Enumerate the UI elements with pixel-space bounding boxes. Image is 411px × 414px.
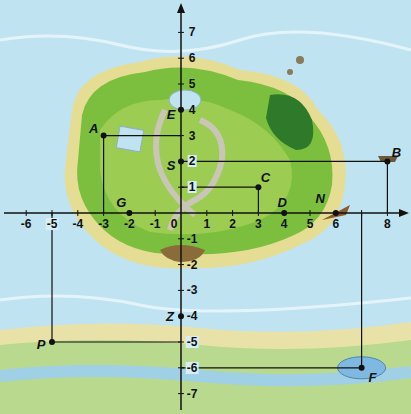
tick-label: 6 [188, 52, 197, 64]
point-label: N [315, 191, 326, 204]
tick-label: 2 [188, 155, 197, 167]
tick-label: 4 [280, 218, 289, 230]
tick-label: 5 [188, 78, 197, 90]
point-label: F [368, 370, 378, 383]
tick-label: 5 [306, 218, 315, 230]
tick-label: 4 [188, 104, 197, 116]
tick-label: -7 [186, 388, 199, 400]
point-label: Z [165, 310, 175, 323]
meadow [100, 99, 292, 235]
x-axis [4, 212, 403, 214]
tick-label: -3 [186, 284, 199, 296]
points [49, 107, 390, 371]
tick-label: 1 [188, 181, 197, 193]
tick-label: 3 [188, 130, 197, 142]
tick-label: -5 [186, 336, 199, 348]
pond [116, 126, 143, 152]
point-label: G [115, 196, 127, 209]
rock [296, 56, 304, 64]
point-label: D [276, 196, 287, 209]
point-label: A [88, 121, 99, 134]
tick-label: -4 [186, 310, 199, 322]
y-axis [180, 10, 182, 410]
tick-label: -1 [149, 218, 162, 230]
point-label: E [166, 107, 177, 120]
tick-label: -6 [20, 218, 33, 230]
point-label: B [391, 146, 402, 159]
wave [0, 32, 411, 51]
tick-label: -2 [186, 259, 199, 271]
tick-label: 0 [170, 218, 179, 230]
tick-label: -3 [97, 218, 110, 230]
axis-arrow [399, 209, 409, 217]
tick-label: 7 [188, 26, 197, 38]
point-label: P [36, 338, 47, 351]
tick-label: 3 [254, 218, 263, 230]
tick-label: -1 [186, 233, 199, 245]
point-label: S [166, 159, 177, 172]
ticks [26, 32, 387, 393]
island-beach [65, 57, 346, 269]
tick-label: 2 [228, 218, 237, 230]
tick-label: -5 [46, 218, 59, 230]
tick-label: -6 [186, 362, 199, 374]
rocks [160, 245, 205, 262]
point-label: C [260, 171, 271, 184]
grass-shore [0, 340, 411, 414]
tick-label: -2 [123, 218, 136, 230]
tick-label: 1 [202, 218, 211, 230]
tick-label: 8 [383, 218, 392, 230]
axis-arrow [177, 3, 185, 13]
guide-lines [52, 136, 387, 368]
wave [0, 296, 411, 311]
rock [287, 69, 293, 75]
forest [266, 94, 313, 150]
tick-label: 6 [331, 218, 340, 230]
tick-label: -4 [71, 218, 84, 230]
